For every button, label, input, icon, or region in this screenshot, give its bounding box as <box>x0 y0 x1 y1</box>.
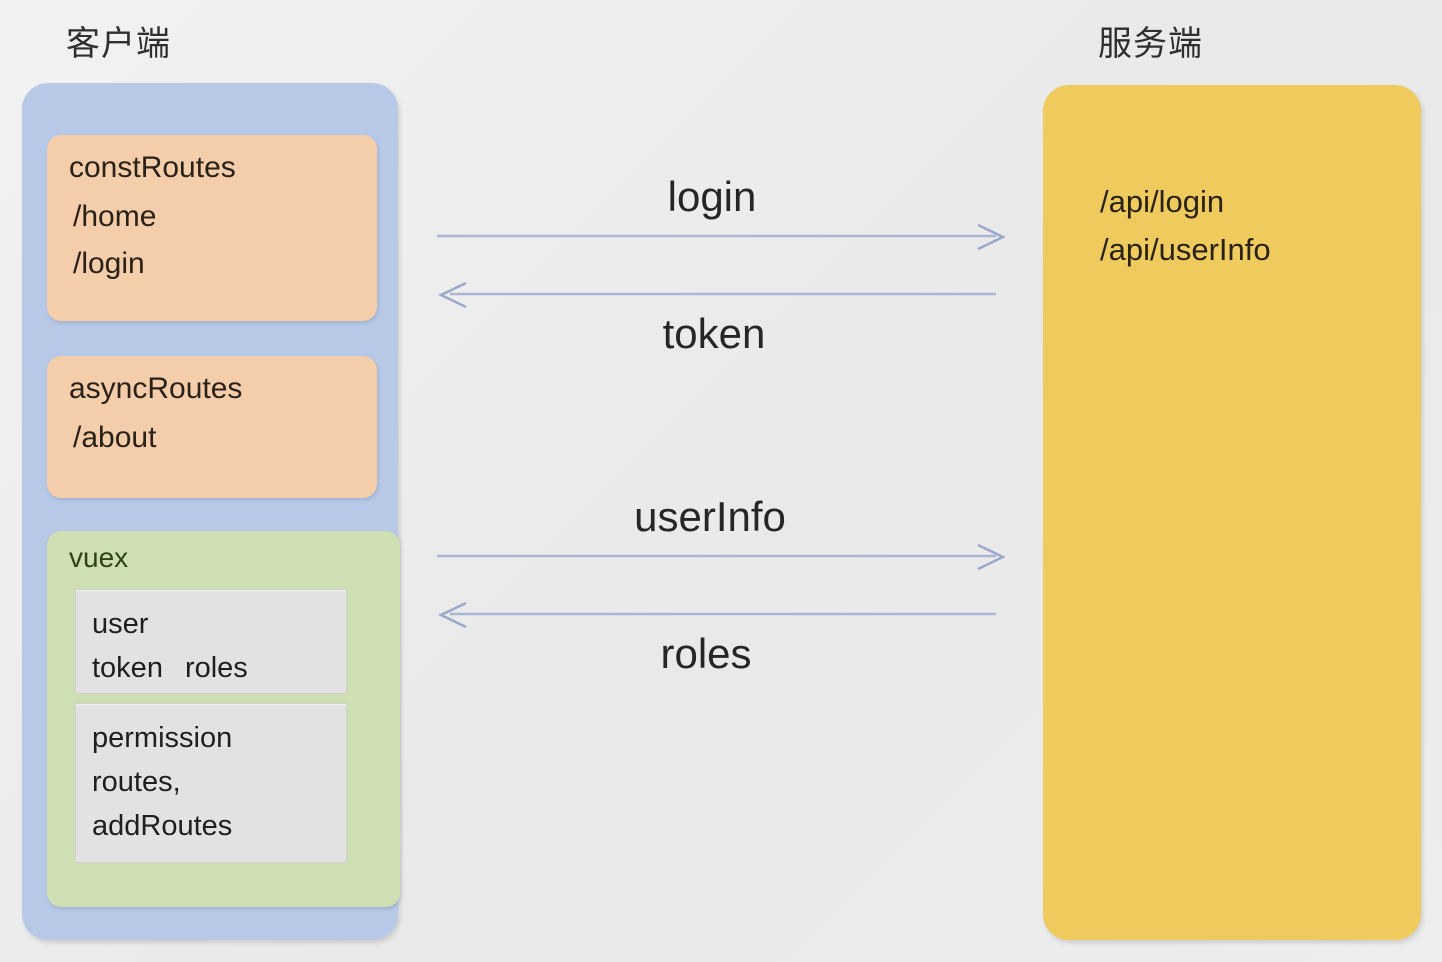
flow-label-roles: roles <box>660 630 752 677</box>
async-routes-list: /about <box>47 405 377 462</box>
const-route-home: /home <box>73 200 157 233</box>
arrow-roles-head <box>438 601 467 629</box>
arrow-token-head <box>438 281 467 309</box>
arrow-userinfo <box>437 543 1006 571</box>
vuex-permission-addroutes: addRoutes <box>92 810 233 843</box>
vuex-permission-module: permission <box>92 722 233 754</box>
server-side-title: 服务端 <box>1098 24 1203 64</box>
const-routes-list: /home /login <box>47 184 377 287</box>
server-endpoint-list: /api/login /api/userInfo <box>1043 85 1421 274</box>
flow-label-login: login <box>667 173 757 220</box>
arrow-login <box>437 223 1006 251</box>
vuex-permission-routes: routes, <box>92 766 181 799</box>
vuex-permission-lines: permission routes, addRoutes <box>76 704 346 848</box>
flow-label-userinfo: userInfo <box>634 493 786 540</box>
server-container: /api/login /api/userInfo <box>1043 85 1421 940</box>
async-routes-card: asyncRoutes /about <box>47 356 377 498</box>
server-endpoint-userinfo: /api/userInfo <box>1100 232 1271 268</box>
vuex-permission-box: permission routes, addRoutes <box>75 703 347 863</box>
const-route-login: /login <box>73 246 145 280</box>
vuex-state-box: user token roles <box>75 589 347 694</box>
vuex-state-lines: user token roles <box>76 590 346 690</box>
vuex-state-token-roles: token roles <box>92 646 346 690</box>
client-side-title: 客户端 <box>66 24 171 64</box>
vuex-state-roles: roles <box>184 652 248 685</box>
const-routes-card: constRoutes /home /login <box>47 135 377 321</box>
vuex-state-token: token <box>92 652 163 685</box>
arrow-roles <box>438 601 996 629</box>
client-container: constRoutes /home /login asyncRoutes /ab… <box>22 83 400 940</box>
arrow-token <box>438 281 996 309</box>
server-endpoint-login: /api/login <box>1100 184 1225 219</box>
flow-label-token: token <box>662 310 766 357</box>
arrow-userinfo-head <box>977 543 1006 571</box>
async-routes-heading: asyncRoutes <box>69 372 243 405</box>
arrow-login-head <box>977 223 1006 251</box>
const-routes-heading: constRoutes <box>69 151 236 184</box>
vuex-label: vuex <box>69 542 129 573</box>
vuex-state-user: user <box>92 608 149 640</box>
vuex-card: vuex user token roles permission routes, … <box>47 531 400 907</box>
async-route-about: /about <box>73 421 157 454</box>
